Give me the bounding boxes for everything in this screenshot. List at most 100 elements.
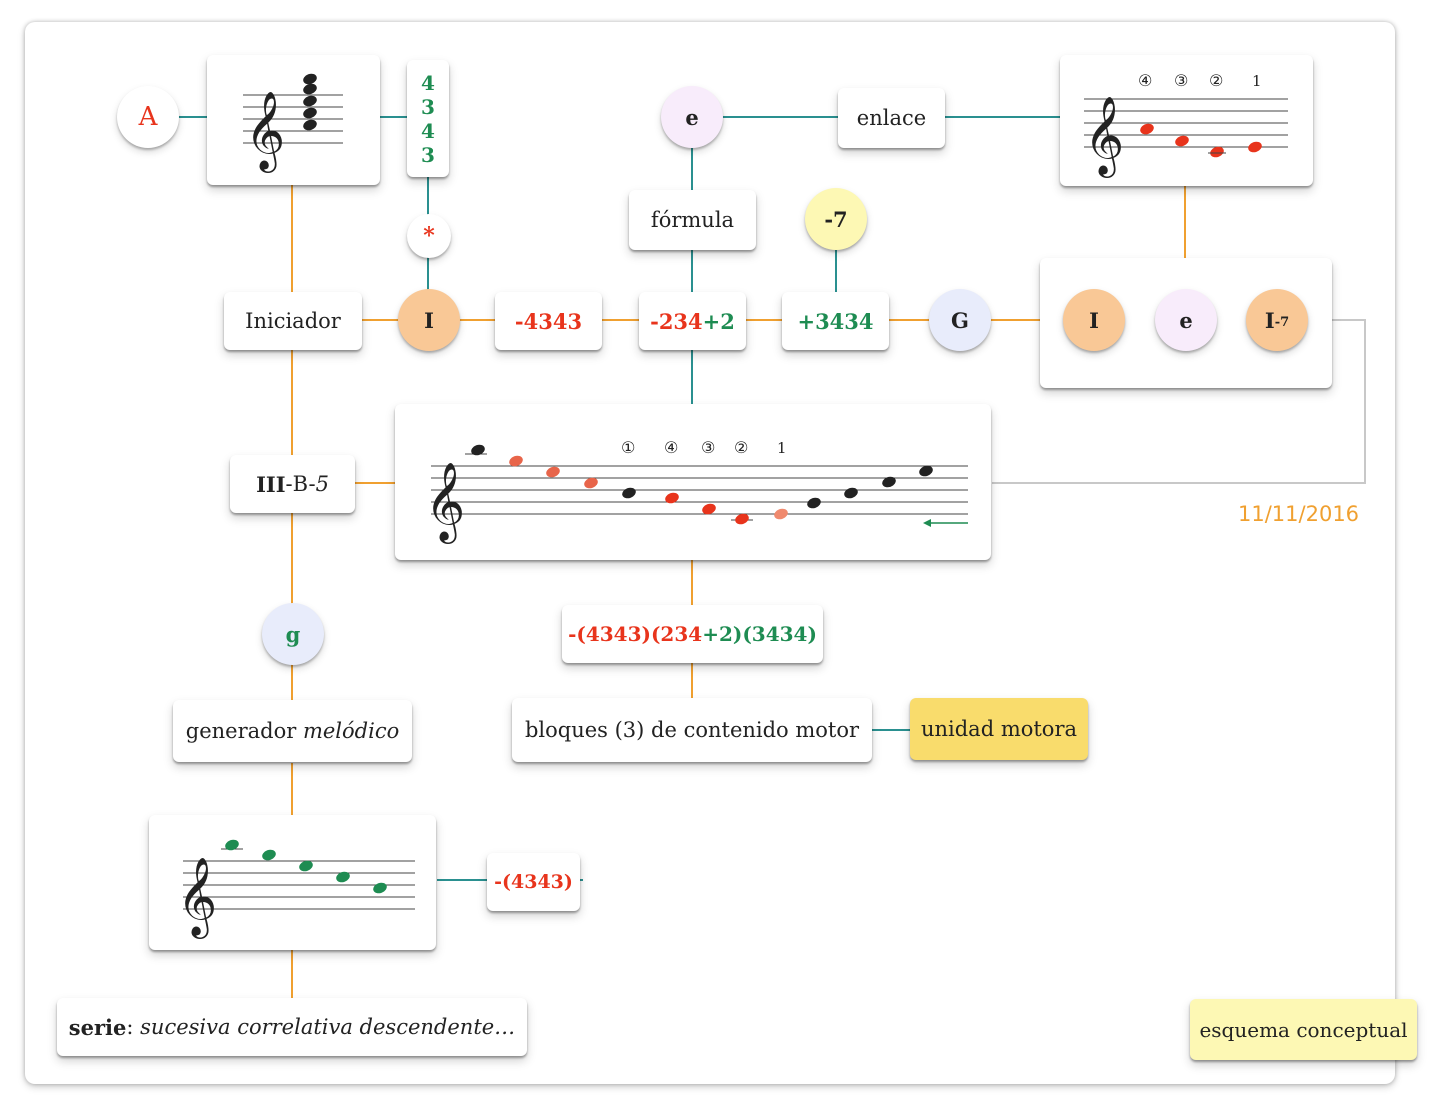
iii-b-5-box: III-B-5 xyxy=(230,455,355,513)
treble-clef-icon: 𝄞 xyxy=(1084,96,1124,178)
circle-i-minus7: I-7 xyxy=(1246,289,1308,351)
note xyxy=(807,497,821,509)
circle-minus7-label: -7 xyxy=(824,206,848,232)
circle-i-main-label: I xyxy=(424,307,434,333)
block-4343: -4343 xyxy=(495,292,602,350)
note xyxy=(702,503,716,515)
date-stamp: 11/11/2016 xyxy=(1238,502,1360,526)
treble-clef-icon: 𝄞 xyxy=(425,462,465,544)
iniciador-label: Iniciador xyxy=(245,309,341,333)
note xyxy=(1140,123,1154,135)
circle-e-right: e xyxy=(1155,289,1217,351)
chord-staff-svg: 𝄞 xyxy=(243,73,343,173)
circle-i7-label: I xyxy=(1264,307,1275,333)
chord-digit-box: 4 3 4 3 xyxy=(407,60,449,177)
generador-italic: melódico xyxy=(302,719,400,743)
seq-part: +2) xyxy=(702,622,743,646)
note xyxy=(225,839,239,851)
small-block-4343: -(4343) xyxy=(487,853,580,911)
main-staff-svg: ① ④ ③ ② 1 𝄞 xyxy=(425,438,968,544)
finger-mark: ③ xyxy=(1174,71,1188,90)
generador-box: generador melódico xyxy=(173,700,412,762)
circle-g-upper: G xyxy=(929,289,991,351)
note xyxy=(299,860,313,872)
note xyxy=(919,465,933,477)
circle-i-right-label: I xyxy=(1089,307,1099,333)
circle-minus7: -7 xyxy=(805,188,867,250)
seq-part: (234 xyxy=(650,622,703,646)
circle-i7-sub: -7 xyxy=(1274,314,1290,330)
chord-digit: 4 xyxy=(421,118,435,143)
block-plus2-label: +2 xyxy=(702,308,735,334)
left-arrow-icon xyxy=(923,519,968,527)
note xyxy=(303,95,317,107)
small-block-label: -(4343) xyxy=(494,871,573,893)
note xyxy=(1210,146,1224,158)
block-4343-label: -4343 xyxy=(514,308,583,334)
chord-digit: 4 xyxy=(421,70,435,95)
iniciador-box: Iniciador xyxy=(224,292,362,350)
iii-rest: -B- xyxy=(285,472,316,496)
finger-mark: ④ xyxy=(1138,71,1152,90)
bloques-box: bloques (3) de contenido motor xyxy=(512,698,872,762)
unidad-motora-box: unidad motora xyxy=(910,698,1088,760)
enlace-staff-svg: ④ ③ ② 1 𝄞 xyxy=(1084,71,1288,178)
treble-clef-icon: 𝄞 xyxy=(245,91,285,173)
note xyxy=(303,119,317,131)
finger-mark: ② xyxy=(734,438,748,457)
block-3434: +3434 xyxy=(782,292,889,350)
chord-digit: 3 xyxy=(421,94,435,119)
circle-i-right: I xyxy=(1063,289,1125,351)
circle-g-lower-label: g xyxy=(285,621,301,647)
treble-clef-icon: 𝄞 xyxy=(177,857,217,939)
enlace-staff: ④ ③ ② 1 𝄞 xyxy=(1060,55,1313,186)
circle-g-upper-label: G xyxy=(951,307,969,333)
circle-a: A xyxy=(117,86,179,148)
circle-a-label: A xyxy=(138,102,158,132)
note xyxy=(665,492,679,504)
note xyxy=(844,487,858,499)
note xyxy=(584,477,598,489)
note xyxy=(262,849,276,861)
finger-mark: ③ xyxy=(701,438,715,457)
esquema-box: esquema conceptual xyxy=(1190,999,1417,1060)
note xyxy=(373,882,387,894)
circle-i-main: I xyxy=(398,289,460,351)
circle-e-top: e xyxy=(661,86,723,148)
generator-staff-svg: 𝄞 xyxy=(177,839,415,939)
serie-colon: : xyxy=(126,1015,141,1039)
note xyxy=(882,476,896,488)
note xyxy=(546,466,560,478)
serie-italic: sucesiva correlativa descendente… xyxy=(140,1015,516,1039)
asterisk-icon: * xyxy=(423,223,435,249)
block-234-label: -234 xyxy=(650,308,703,334)
finger-mark: ② xyxy=(1209,71,1223,90)
note xyxy=(1248,141,1262,153)
note xyxy=(509,455,523,467)
iii-italic: 5 xyxy=(315,472,329,496)
generator-staff: 𝄞 xyxy=(149,815,436,950)
formula-label: fórmula xyxy=(650,208,735,232)
note xyxy=(735,513,749,525)
finger-mark: ④ xyxy=(664,438,678,457)
motor-sequence-box: -(4343)(234+2)(3434) xyxy=(562,605,823,663)
note xyxy=(303,73,317,85)
iii-bold: III xyxy=(256,471,286,497)
esquema-label: esquema conceptual xyxy=(1199,1017,1408,1042)
chord-staff: 𝄞 xyxy=(207,55,380,185)
serie-box: serie: sucesiva correlativa descendente… xyxy=(57,998,527,1056)
unidad-label: unidad motora xyxy=(920,717,1078,741)
enlace-box: enlace xyxy=(838,88,945,148)
note xyxy=(622,487,636,499)
seq-part: (3434) xyxy=(742,622,817,646)
circle-e-top-label: e xyxy=(685,104,699,130)
note xyxy=(1175,135,1189,147)
circle-star: * xyxy=(407,214,451,258)
note xyxy=(336,871,350,883)
circle-e-right-label: e xyxy=(1179,307,1193,333)
chord-digit: 3 xyxy=(421,142,435,167)
note xyxy=(774,508,788,520)
circle-g-lower: g xyxy=(262,603,324,665)
block-3434-label: +3434 xyxy=(797,308,874,334)
seq-part: -(4343) xyxy=(568,622,651,646)
